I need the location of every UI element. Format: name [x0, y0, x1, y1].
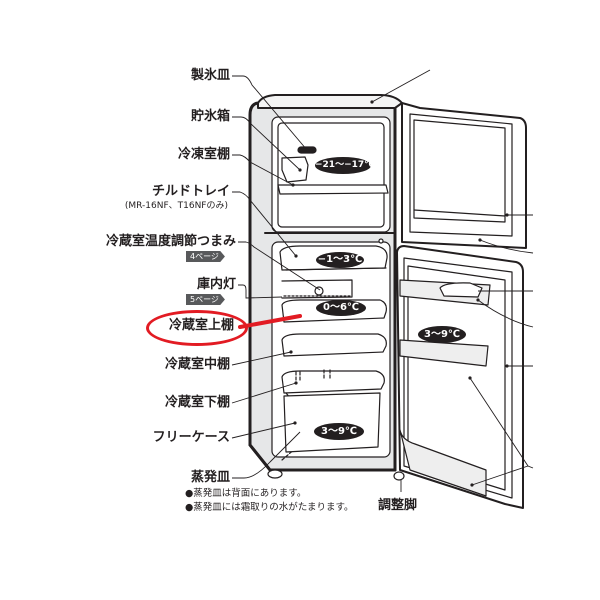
leader-ice-box — [232, 116, 301, 171]
leader-freezer-shelf — [232, 154, 294, 186]
label-chilled-tray: チルドトレイ — [151, 184, 230, 199]
page-ref-4[interactable]: 4ページ — [186, 251, 225, 262]
highlight-arrow — [238, 314, 302, 329]
label-interior-light: 庫内灯 — [196, 277, 236, 292]
label-evaporating-tray: 蒸発皿 — [190, 470, 230, 485]
temp-badge-free-case: 3〜9℃ — [314, 423, 364, 440]
front-foot — [267, 469, 283, 479]
leader-temp-knob — [238, 241, 321, 291]
temp-badge-chilled: −1〜3℃ — [316, 252, 364, 268]
page-ref-5[interactable]: 5ページ — [186, 294, 225, 305]
label-fridge-lower-shelf: 冷蔵室下棚 — [164, 395, 230, 410]
label-fridge-upper-shelf: 冷蔵室上棚 — [168, 318, 234, 333]
leader-interior-light — [238, 284, 283, 299]
ice-box-shape — [281, 156, 309, 183]
label-ice-tray: 製氷皿 — [190, 68, 230, 83]
label-fridge-middle-shelf: 冷蔵室中棚 — [164, 357, 230, 372]
fridge-door — [396, 245, 524, 509]
temp-badge-freezer: −21〜−17℃ — [315, 157, 375, 174]
label-adjuster-foot: 調整脚 — [378, 498, 418, 513]
leader-lower-shelf — [231, 382, 297, 404]
leader-r4 — [477, 299, 534, 328]
middle-shelf — [281, 333, 387, 357]
leader-chilled-tray — [232, 191, 297, 257]
label-fridge-temp-knob: 冷蔵室温度調節つまみ — [105, 234, 236, 249]
freezer-shelf — [277, 184, 389, 195]
door-pocket-bottom — [399, 429, 487, 497]
label-free-case: フリーケース — [152, 430, 230, 445]
leader-evaporating-tray — [232, 431, 301, 479]
note-1: ●蒸発皿は背面にあります。 — [185, 488, 307, 499]
leader-r2 — [479, 239, 534, 254]
egg-holder — [439, 282, 483, 298]
label-freezer-shelf: 冷凍室棚 — [177, 147, 230, 162]
highlight-oval — [146, 310, 248, 346]
temp-badge-door-pocket: 3〜9℃ — [418, 326, 466, 343]
leader-middle-shelf — [231, 351, 292, 366]
label-ice-box: 貯氷箱 — [190, 109, 230, 124]
leader-r6b — [471, 465, 529, 486]
leader-top — [371, 69, 431, 103]
light-bulb — [314, 286, 324, 296]
note-2: ●蒸発皿には霜取りの水がたまります。 — [185, 502, 354, 513]
adjuster-foot-shape — [393, 471, 405, 481]
leader-ice-tray — [232, 75, 308, 151]
leader-free-case — [231, 422, 296, 439]
label-chilled-tray-note: (MR-16NF、T16NFのみ) — [124, 201, 228, 211]
temp-badge-fridge: 0〜6℃ — [316, 300, 366, 316]
lower-shelf — [281, 370, 385, 394]
door-pocket-middle — [399, 339, 489, 367]
